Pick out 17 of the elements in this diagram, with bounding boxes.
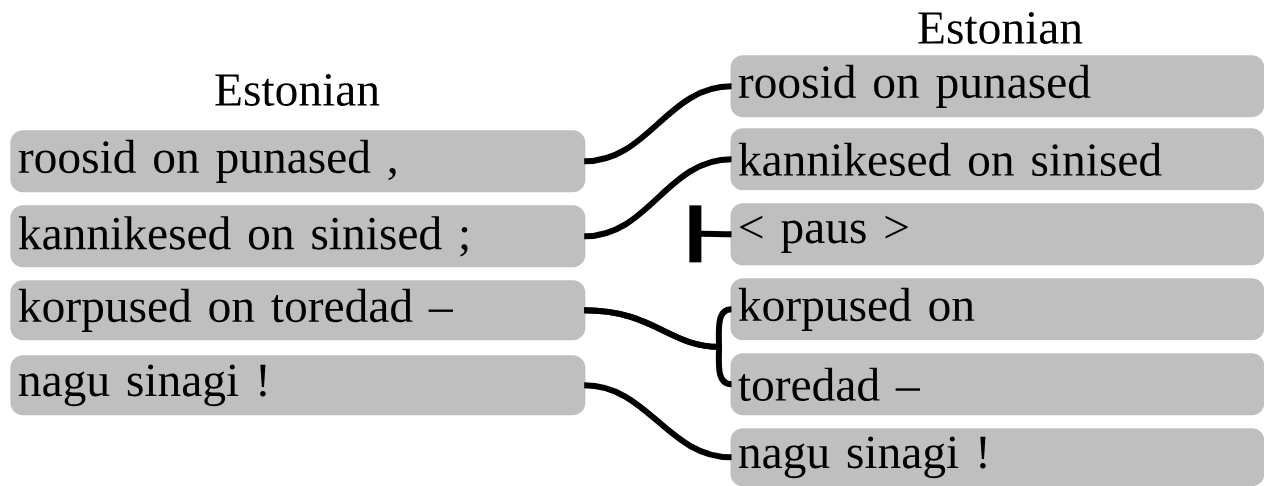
text-box: korpused on toredad – [10, 280, 586, 341]
text-box: nagu sinagi ! [730, 428, 1264, 486]
connector [700, 230, 732, 238]
text-box: korpused on [730, 278, 1264, 341]
text-box: kannikesed on sinised ; [10, 205, 586, 268]
text-box: roosid on punased , [10, 130, 586, 193]
connector [583, 382, 732, 461]
text-box: kannikesed on sinised [730, 128, 1264, 191]
column-heading: Estonian [918, 12, 1083, 44]
connector [583, 156, 732, 240]
text-box: toredad – [730, 353, 1264, 416]
text-box: nagu sinagi ! [10, 355, 586, 416]
bar-mark [689, 205, 702, 263]
text-box: roosid on punased [730, 55, 1264, 118]
column-heading: Estonian [215, 74, 380, 106]
text-box: < paus > [730, 203, 1264, 266]
connector [583, 83, 732, 165]
